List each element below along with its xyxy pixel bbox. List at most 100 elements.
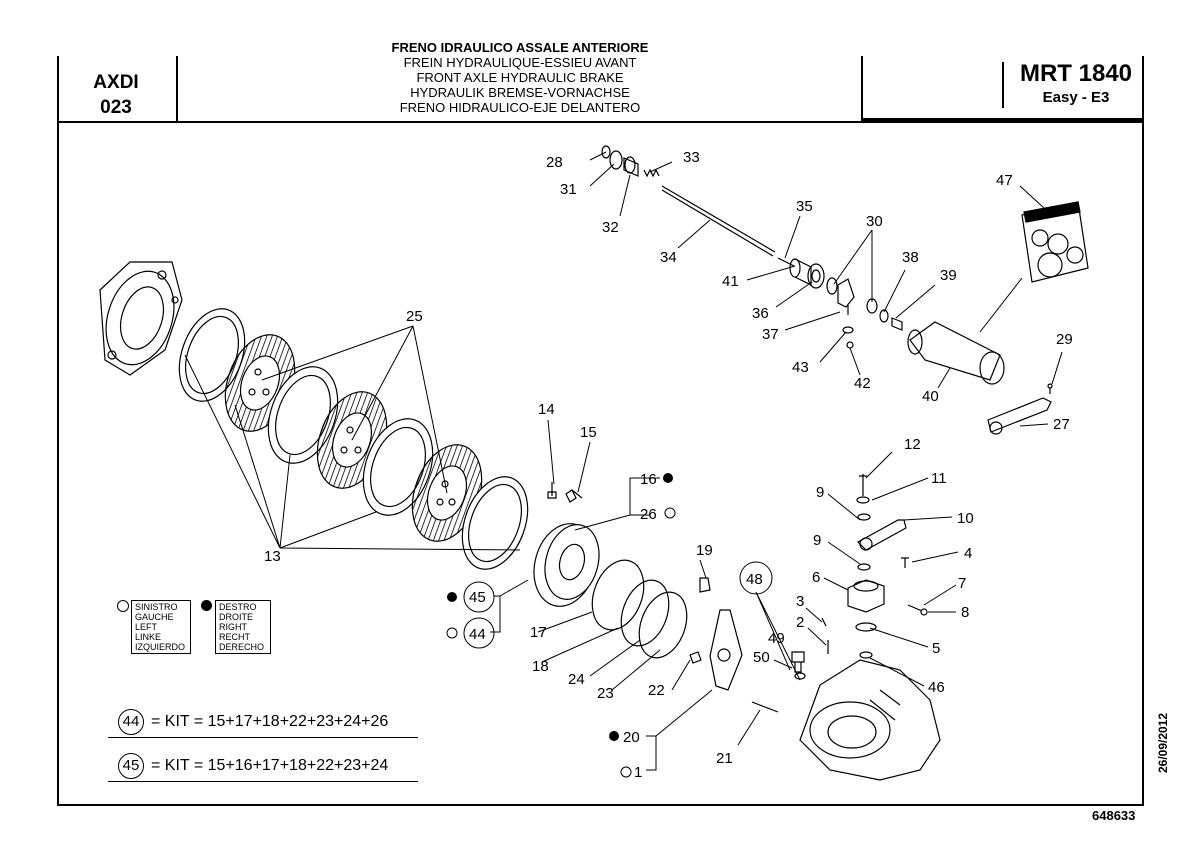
kit44-rule [108,737,418,738]
model-variant: Easy - E3 [1042,89,1110,106]
leader-lines [184,151,1063,771]
steel-disc-4 [461,476,529,570]
legend-left-it: SINISTRO [135,602,178,612]
callout-26: 26 [640,506,657,523]
circle-45 [463,581,495,613]
callout-35: 35 [796,198,813,215]
bleeder-15 [565,489,583,503]
bush-41 [789,258,812,286]
pin-42 [846,341,854,349]
header-divider-left [176,56,178,122]
callout-9-lower: 9 [813,532,821,549]
callout-19: 19 [696,542,713,559]
fitting-35 [777,257,795,267]
callout-16: 16 [640,471,657,488]
callout-7: 7 [958,575,966,592]
callout-23: 23 [597,685,614,702]
model-name: MRT 1840 [1019,60,1133,87]
callout-4: 4 [964,545,972,562]
bracket-37 [837,278,855,315]
legend-left-de: LINKE [135,632,162,642]
legend-right-box: DESTRO DROITE RIGHT RECHT DERECHO [215,600,271,654]
callout-31: 31 [560,181,577,198]
pin-29 [1047,383,1053,394]
fitting-22 [689,651,702,664]
callout-39: 39 [940,267,957,284]
callout-27: 27 [1053,416,1070,433]
title-italian: FRENO IDRAULICO ASSALE ANTERIORE [391,40,649,55]
washer-11 [856,496,870,504]
legend-right-de: RECHT [219,632,250,642]
callout-34: 34 [660,249,677,266]
legend-left-es: IZQUIERDO [135,642,186,652]
callout-22: 22 [648,682,665,699]
washer-43 [842,326,854,334]
bolt-14 [547,482,557,499]
callout-50: 50 [753,649,770,666]
oring-9b [857,563,871,571]
legend-left-box: SINISTRO GAUCHE LEFT LINKE IZQUIERDO [131,600,191,654]
legend-right-en: RIGHT [219,622,247,632]
kit44-definition: = KIT = 15+17+18+22+23+24+26 [151,713,389,730]
page-titles: FRENO IDRAULICO ASSALE ANTERIORE FREIN H… [180,40,860,115]
callout-6: 6 [812,569,820,586]
bolt-12 [859,474,867,496]
marker-26-left [664,507,676,519]
legend-right-fr: DROITE [219,612,254,622]
callout-markers [446,473,773,778]
callout-44: 44 [469,626,486,643]
screw-7 [907,604,923,612]
caliper-arm [709,609,743,691]
brake-hub-housing [99,261,183,376]
frame-left-border [57,56,59,806]
callout-36: 36 [752,305,769,322]
lever-27 [987,397,1052,435]
callout-30: 30 [866,213,883,230]
callout-24: 24 [568,671,585,688]
header-divider-right [861,56,863,122]
marker-1-left [620,766,632,778]
callout-32: 32 [602,219,619,236]
callout-25: 25 [406,308,423,325]
ring-5 [855,622,877,632]
callout-8: 8 [961,604,969,621]
frame-bottom-border [57,804,1144,806]
circle-48 [739,561,773,595]
callout-21: 21 [716,750,733,767]
callout-33: 33 [683,149,700,166]
header-divider-model [1002,62,1004,108]
callout-11: 11 [931,470,947,487]
seal-ring-17 [591,559,645,631]
bush-36 [807,263,825,289]
callout-42: 42 [854,375,871,392]
legend-left-symbol [117,600,129,612]
frame-right-border [1142,56,1144,806]
nut-8 [920,608,928,616]
document-number: 648633 [1092,808,1136,823]
legend-right-it: DESTRO [219,602,257,612]
washer-30a [826,277,838,295]
section-code-line2: 023 [100,97,132,118]
kit44-circle: 44 [118,709,144,735]
callout-2: 2 [796,614,804,631]
cylinder-40 [907,321,1005,385]
nut-38 [879,309,889,323]
callout-18: 18 [532,658,549,675]
callout-17: 17 [530,624,547,641]
title-french: FREIN HYDRAULIQUE-ESSIEU AVANT [403,55,637,70]
callout-1: 1 [634,764,642,781]
callout-28: 28 [546,154,563,171]
seal-ring-23 [638,591,688,659]
callout-37: 37 [762,326,779,343]
callout-labels: 28 31 32 33 34 35 41 36 30 37 43 42 38 3… [264,149,1073,781]
callout-15: 15 [580,424,597,441]
frame-top-left-rule [57,121,1144,123]
pin-4 [901,557,909,568]
legend-right-symbol [201,600,212,611]
kit45-definition: = KIT = 15+16+17+18+22+23+24 [151,757,389,774]
callout-5: 5 [932,640,940,657]
callout-46: 46 [928,679,945,696]
marker-45-right [447,592,457,602]
legend-right-es: DERECHO [219,642,265,652]
callout-49: 49 [768,630,785,647]
